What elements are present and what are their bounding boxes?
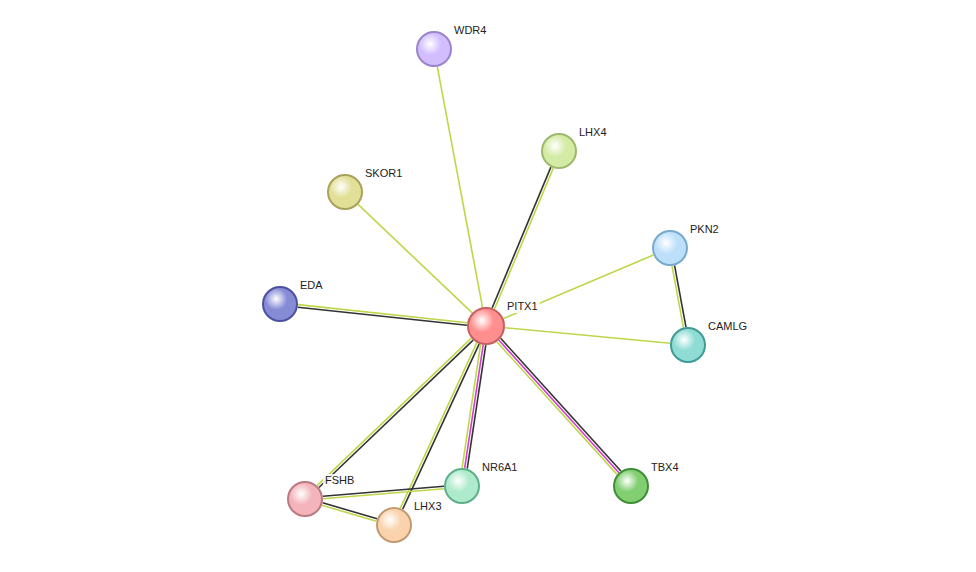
interaction-line xyxy=(505,328,670,344)
node-label: PKN2 xyxy=(688,223,721,236)
node-label: LHX4 xyxy=(577,126,609,139)
evidence-line xyxy=(322,505,376,521)
protein-node: LHX3 xyxy=(376,507,412,543)
evidence-line xyxy=(492,167,551,308)
node-label: LHX3 xyxy=(412,500,444,513)
interaction-line xyxy=(492,167,553,309)
protein-node: EDA xyxy=(262,286,298,322)
interaction-line xyxy=(298,305,467,326)
interaction-line xyxy=(323,486,444,499)
evidence-line xyxy=(323,486,444,496)
node-label: PITX1 xyxy=(505,300,540,313)
evidence-line xyxy=(323,503,377,519)
node-label: WDR4 xyxy=(452,24,488,37)
evidence-line xyxy=(675,265,686,327)
protein-node: LHX4 xyxy=(541,133,577,169)
evidence-line xyxy=(465,345,484,468)
evidence-line xyxy=(672,266,683,328)
protein-node: SKOR1 xyxy=(327,174,363,210)
interaction-line xyxy=(317,338,473,487)
protein-node: PKN2 xyxy=(652,230,688,266)
node-label: CAMLG xyxy=(706,320,749,333)
interaction-line xyxy=(672,265,686,327)
evidence-line xyxy=(497,342,617,475)
interaction-line xyxy=(322,503,377,521)
evidence-line xyxy=(501,338,621,471)
evidence-line xyxy=(319,340,473,487)
evidence-line xyxy=(495,168,554,309)
interaction-line xyxy=(437,67,482,308)
evidence-line xyxy=(323,489,444,499)
node-label: EDA xyxy=(298,279,325,292)
evidence-line xyxy=(358,204,472,313)
protein-node: TBX4 xyxy=(613,468,649,504)
evidence-line xyxy=(499,340,619,473)
interaction-line xyxy=(400,343,479,510)
protein-node: NR6A1 xyxy=(444,468,480,504)
interaction-line xyxy=(358,204,472,313)
evidence-line xyxy=(298,305,467,323)
interaction-line xyxy=(503,255,653,319)
interaction-line xyxy=(462,344,486,468)
interaction-line xyxy=(497,338,621,474)
evidence-line xyxy=(298,307,467,325)
evidence-line xyxy=(467,345,486,468)
evidence-line xyxy=(437,67,482,308)
protein-node: PITX1 xyxy=(467,307,505,345)
protein-node: WDR4 xyxy=(416,31,452,67)
protein-node: FSHB xyxy=(287,481,323,517)
node-label: TBX4 xyxy=(649,461,681,474)
protein-node: CAMLG xyxy=(670,327,706,363)
evidence-line xyxy=(462,344,481,467)
node-label: SKOR1 xyxy=(363,167,404,180)
evidence-line xyxy=(505,328,670,344)
node-label: NR6A1 xyxy=(480,461,519,474)
node-label: FSHB xyxy=(323,474,356,487)
evidence-line xyxy=(503,255,653,319)
